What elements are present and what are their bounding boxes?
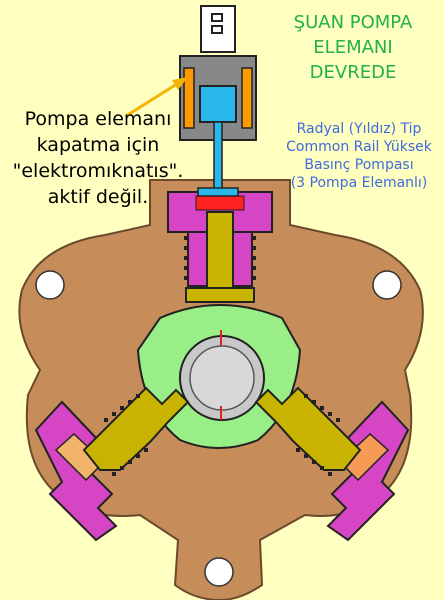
top-pump-element bbox=[167, 191, 273, 303]
description-line: (3 Pompa Elemanlı) bbox=[290, 175, 428, 191]
description-line: Common Rail Yüksek bbox=[286, 139, 432, 155]
description-line: Basınç Pompası bbox=[304, 157, 414, 173]
solenoid-note-label: Pompa elemanı kapatma için "elektromıkna… bbox=[4, 106, 192, 210]
pump-status-label: ŞUAN POMPA ELEMANI DEVREDE bbox=[268, 10, 438, 85]
drive-shaft-inner bbox=[189, 345, 255, 411]
note-line: aktif değil. bbox=[47, 186, 149, 208]
mounting-hole-bottom bbox=[204, 557, 234, 587]
pointer-arrow bbox=[125, 77, 188, 118]
status-line: DEVREDE bbox=[309, 62, 397, 83]
top-plunger bbox=[206, 211, 234, 293]
status-line: ELEMANI bbox=[313, 37, 393, 58]
solenoid-actuator bbox=[179, 5, 257, 197]
left-spring bbox=[104, 394, 148, 476]
note-line: "elektromıknatıs". bbox=[12, 160, 184, 182]
right-plunger bbox=[254, 386, 362, 471]
top-plunger-foot bbox=[185, 287, 255, 303]
left-plunger bbox=[82, 386, 190, 471]
status-line: ŞUAN POMPA bbox=[293, 12, 413, 33]
top-spring-right bbox=[252, 236, 256, 280]
solenoid-valve-tip bbox=[197, 187, 239, 197]
solenoid-connector bbox=[200, 5, 236, 53]
note-line: kapatma için bbox=[36, 134, 160, 156]
description-line: Radyal (Yıldız) Tip bbox=[296, 121, 422, 137]
solenoid-needle bbox=[213, 121, 223, 193]
solenoid-coil-left bbox=[183, 67, 195, 129]
left-pump-element bbox=[34, 386, 190, 542]
top-pressure-chamber bbox=[195, 195, 245, 211]
top-spring-left bbox=[184, 236, 188, 280]
mounting-hole-right bbox=[372, 270, 402, 300]
pump-description-label: Radyal (Yıldız) Tip Common Rail Yüksek B… bbox=[278, 120, 440, 192]
note-line: Pompa elemanı bbox=[24, 108, 172, 130]
right-pump-element bbox=[254, 386, 410, 542]
solenoid-armature bbox=[199, 85, 237, 123]
solenoid-coil-right bbox=[241, 67, 253, 129]
right-spring bbox=[296, 394, 340, 476]
pointer-arrow-head bbox=[172, 77, 188, 90]
mounting-hole-left bbox=[35, 270, 65, 300]
